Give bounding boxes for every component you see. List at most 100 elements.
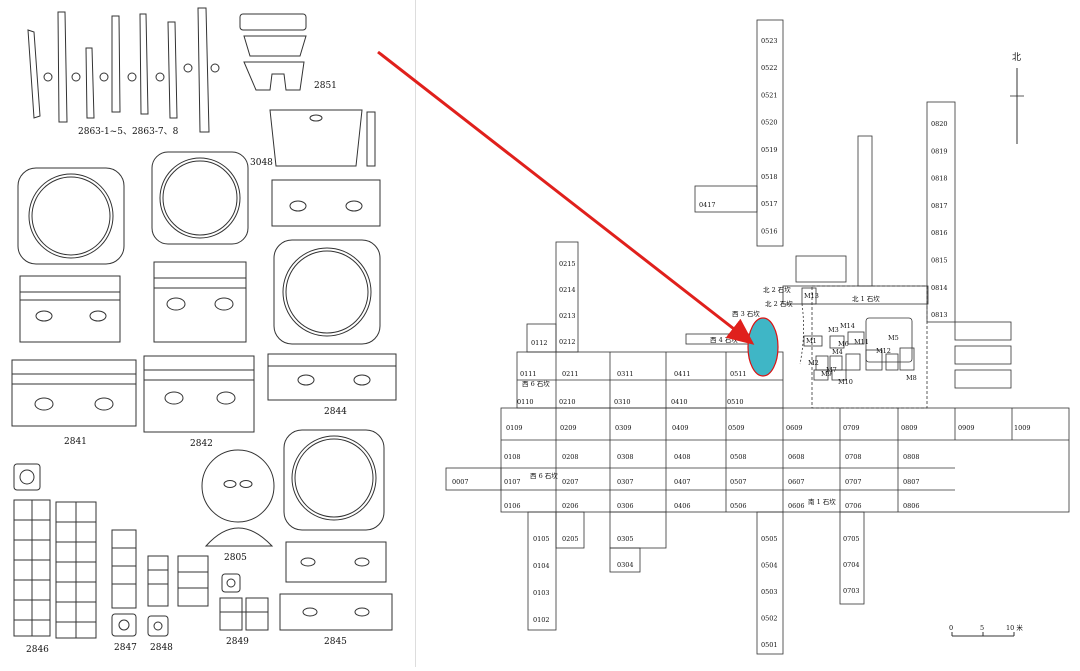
grid-cell-label: 0703 — [843, 587, 860, 595]
scale-zero: 0 — [949, 624, 953, 632]
grid-cell-label: 0309 — [615, 424, 632, 432]
grid-cell-label: 0504 — [761, 562, 778, 570]
grid-cell-label: 0704 — [843, 561, 860, 569]
grid-cell-label: 0211 — [562, 370, 579, 378]
grid-cell-label: 0503 — [761, 588, 778, 596]
north-arrow-icon: 北 — [1010, 52, 1024, 144]
highlight-ellipse — [747, 317, 779, 377]
tomb-label: M13 — [804, 292, 819, 300]
grid-cell-label: 0104 — [533, 562, 550, 570]
grid-cell-label: 0417 — [699, 201, 716, 209]
label-2848: 2848 — [150, 643, 173, 653]
grid-cell-label: 0508 — [730, 453, 747, 461]
scale-mid: 5 — [980, 624, 984, 632]
grid-cell-label: 0213 — [559, 312, 576, 320]
grid-cell-label: 0408 — [674, 453, 691, 461]
tomb-label: M11 — [854, 338, 869, 346]
grid-cell-label: 1009 — [1014, 424, 1031, 432]
label-2844: 2844 — [324, 407, 347, 417]
grid-cell-label: 0607 — [788, 478, 805, 486]
grid-cell-label: 0522 — [761, 64, 778, 72]
trench-labels: 北 1 石坎 北 2 石坎 北 2 石坎 西 3 石坎 西 4 石坎 西 6 石… — [522, 285, 880, 506]
grid-cell-label: 0520 — [761, 119, 778, 127]
grid-cell-label: 0506 — [730, 502, 747, 510]
grid-cell-label: 0521 — [761, 91, 778, 99]
grid-cell-label: 0310 — [614, 398, 631, 406]
grid-cell-labels: 0523052205210520051905180517051608200819… — [452, 37, 1031, 649]
label-2842: 2842 — [190, 439, 213, 449]
grid-cell-label: 0516 — [761, 227, 778, 235]
grid-cell-label: 0103 — [533, 589, 550, 597]
grid-cell-label: 0102 — [533, 616, 550, 624]
grid-cell-label: 0507 — [730, 478, 747, 486]
grid-cell-label: 0406 — [674, 502, 691, 510]
grid-cell-label: 0807 — [903, 478, 920, 486]
artifact-drawings: 2863-1~5、2863-7、8 2851 3048 2841 2842 28… — [11, 7, 397, 655]
grid-cell-label: 0108 — [504, 453, 521, 461]
grid-cell-label: 0609 — [786, 424, 803, 432]
grid-cell-label: 0606 — [788, 502, 805, 510]
label-2845: 2845 — [324, 637, 347, 647]
grid-cell-label: 0105 — [533, 535, 550, 543]
tomb-label: M12 — [876, 347, 891, 355]
grid-cell-label: 0706 — [845, 502, 862, 510]
grid-cell-label: 0311 — [617, 370, 634, 378]
artifact-3048 — [269, 109, 376, 167]
grid-cell-label: 0407 — [674, 478, 691, 486]
grid-cell-label: 0205 — [562, 535, 579, 543]
grid-cell-label: 0501 — [761, 641, 778, 649]
trench-north-2: 北 2 石坎 — [763, 285, 791, 294]
grid-cell-label: 0110 — [517, 398, 534, 406]
label-2841: 2841 — [64, 437, 87, 447]
tomb-label: M5 — [888, 334, 899, 342]
artifact-2848 — [147, 555, 209, 637]
grid-lines — [445, 19, 1070, 655]
tomb-label: M7 — [826, 366, 837, 374]
grid-cell-label: 0816 — [931, 229, 948, 237]
grid-cell-label: 0207 — [562, 478, 579, 486]
grid-cell-label: 0410 — [671, 398, 688, 406]
grid-cell-label: 0510 — [727, 398, 744, 406]
artifact-2847 — [111, 529, 137, 637]
grid-cell-label: 0509 — [728, 424, 745, 432]
label-2863: 2863-1~5、2863-7、8 — [78, 127, 179, 137]
grid-cell-label: 0806 — [903, 502, 920, 510]
trench-west-3: 西 3 石坎 — [732, 309, 760, 318]
tomb-label: M2 — [808, 359, 819, 367]
scale-end: 10 米 — [1006, 623, 1023, 632]
grid-cell-label: 0518 — [761, 173, 778, 181]
tomb-label: M3 — [828, 326, 839, 334]
tomb-label: M14 — [840, 322, 855, 330]
artifact-2841 — [11, 167, 137, 427]
artifact-2844 — [267, 179, 397, 401]
excavation-grid-map: 0523052205210520051905180517051608200819… — [445, 19, 1070, 655]
grid-cell-label: 0305 — [617, 535, 634, 543]
tomb-label: M8 — [906, 374, 917, 382]
tomb-label: M9 — [821, 370, 832, 378]
grid-cell-label: 0206 — [562, 502, 579, 510]
trench-west-6-upper: 西 6 石坎 — [522, 379, 550, 388]
trench-north-1: 北 1 石坎 — [852, 294, 880, 303]
artifact-drawings-panel: 2863-1~5、2863-7、8 2851 3048 2841 2842 28… — [0, 0, 416, 667]
grid-cell-label: 0819 — [931, 147, 948, 155]
tomb-label: M4 — [832, 348, 843, 356]
grid-cell-label: 0505 — [761, 535, 778, 543]
grid-cell-label: 0212 — [559, 338, 576, 346]
scale-bar-icon: 0 5 10 米 — [949, 623, 1023, 637]
grid-cell-label: 0209 — [560, 424, 577, 432]
label-2851: 2851 — [314, 81, 337, 91]
artifact-2805 — [201, 449, 275, 547]
tomb-label: M6 — [838, 340, 849, 348]
grid-cell-label: 0214 — [559, 286, 576, 294]
artifact-2849 — [219, 573, 269, 631]
trench-west-4: 西 4 石坎 — [710, 335, 738, 344]
tomb-label: M1 — [806, 337, 817, 345]
grid-cell-label: 0817 — [931, 202, 948, 210]
trench-south-1: 南 1 石坎 — [808, 497, 836, 506]
grid-cell-label: 0109 — [506, 424, 523, 432]
grid-cell-label: 0705 — [843, 535, 860, 543]
grid-cell-label: 0818 — [931, 175, 948, 183]
